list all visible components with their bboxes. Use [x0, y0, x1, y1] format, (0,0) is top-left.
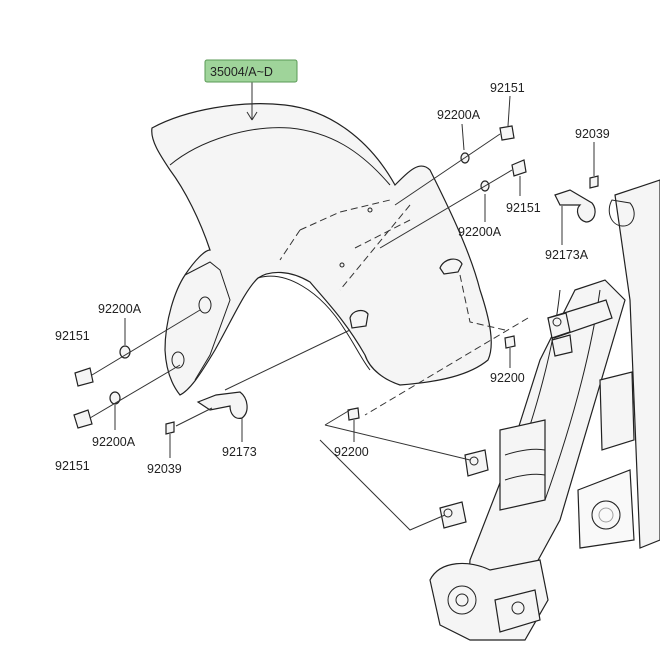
label-clip-top: 92039	[575, 127, 610, 141]
label-nut-bottom: 92200	[334, 445, 369, 459]
front-fork-assembly	[429, 179, 660, 641]
fender-label-highlight	[204, 59, 298, 83]
label-washer-left-lower: 92200A	[92, 435, 136, 449]
label-washer-left-upper: 92200A	[98, 302, 142, 316]
leader-lines	[89, 80, 595, 531]
label-bolt-top: 92151	[490, 81, 525, 95]
label-clip-bottom: 92039	[147, 462, 182, 476]
label-washer-mid: 92200A	[458, 225, 502, 239]
hardware	[73, 125, 599, 435]
label-bracket-bottom: 92173	[222, 445, 257, 459]
label-nut-right: 92200	[490, 371, 525, 385]
label-bolt-left-upper: 92151	[55, 329, 90, 343]
label-washer-top: 92200A	[437, 108, 481, 122]
label-fender: 35004/A~D	[210, 65, 273, 79]
callout-labels: 35004/A~D 92151 92200A 92039 92151 92200…	[55, 59, 610, 476]
label-bolt-left-lower: 92151	[55, 459, 90, 473]
label-bolt-mid: 92151	[506, 201, 541, 215]
front-fender	[151, 103, 492, 396]
label-bracket-top: 92173A	[545, 248, 589, 262]
